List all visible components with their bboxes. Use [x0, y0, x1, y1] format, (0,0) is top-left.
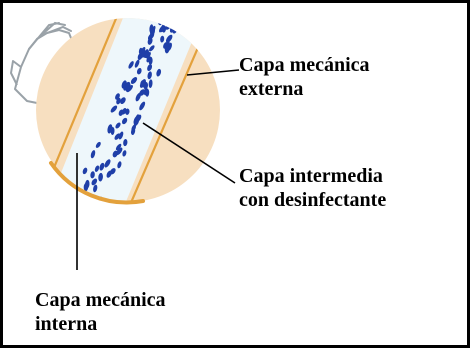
disinfectant-particle — [147, 71, 152, 80]
disinfectant-particle — [139, 89, 146, 96]
disinfectant-particle — [93, 184, 98, 193]
disinfectant-particle — [143, 87, 149, 96]
disinfectant-particle — [147, 37, 153, 45]
disinfectant-particle — [90, 225, 96, 232]
disinfectant-particle — [135, 114, 142, 123]
disc-rim — [49, 161, 145, 205]
disinfectant-particle — [85, 179, 90, 189]
label-outer-line-1: Capa mecánica — [239, 54, 370, 76]
disinfectant-particle — [136, 67, 142, 75]
disinfectant-particle — [172, 4, 177, 13]
disinfectant-particle — [84, 218, 90, 226]
disinfectant-particle — [148, 79, 153, 88]
disinfectant-particle — [99, 162, 105, 171]
label-middle-disinfectant-layer: Capa intermedia con desinfectante — [239, 164, 386, 212]
label-middle-line-2: con desinfectante — [239, 189, 387, 211]
label-inner-line-1: Capa mecánica — [35, 289, 166, 311]
label-outer-line-2: externa — [239, 78, 304, 100]
disinfectant-particle — [66, 206, 74, 216]
leader-outer — [186, 69, 240, 76]
disinfectant-particle — [85, 202, 90, 212]
leader-middle — [142, 122, 236, 184]
disinfectant-particle — [139, 51, 146, 59]
disinfectant-particle — [91, 178, 98, 186]
disinfectant-particle — [98, 172, 103, 182]
disinfectant-particle — [128, 61, 134, 69]
disinfectant-particle — [172, 3, 180, 12]
disinfectant-particle — [85, 211, 92, 220]
disinfectant-particle — [139, 47, 146, 55]
disinfectant-particle — [125, 108, 130, 115]
disinfectant-particle — [176, 8, 184, 16]
magnified-disc — [36, 3, 220, 232]
disinfectant-particle — [71, 207, 77, 217]
disinfectant-particle — [93, 211, 98, 219]
disinfectant-particle — [160, 35, 165, 43]
disinfectant-particle — [118, 131, 124, 140]
disinfectant-particle — [118, 109, 124, 116]
label-inner-mechanical-layer: Capa mecánica interna — [35, 288, 166, 336]
disinfectant-particle — [169, 18, 176, 24]
disinfectant-particle — [85, 209, 94, 219]
disinfectant-particle — [115, 147, 123, 156]
disinfectant-particle — [139, 101, 146, 111]
disinfectant-particle — [130, 77, 138, 84]
disinfectant-particle — [117, 161, 122, 169]
leader-lines — [76, 69, 240, 270]
disinfectant-particle — [149, 45, 155, 52]
disinfectant-particle — [82, 167, 88, 175]
disinfectant-particle — [123, 139, 128, 147]
disinfectant-particle — [115, 122, 121, 129]
disinfectant-particle — [91, 220, 99, 228]
disinfectant-particle — [139, 79, 146, 88]
disinfectant-particle — [121, 117, 128, 125]
disinfectant-particle — [166, 7, 171, 15]
disinfectant-particle — [94, 165, 100, 172]
label-inner-line-2: interna — [35, 313, 98, 335]
disinfectant-particle — [90, 150, 96, 159]
disinfectant-particle — [147, 64, 153, 72]
disinfectant-particle — [82, 199, 89, 202]
disinfectant-particle — [106, 170, 112, 178]
label-middle-line-1: Capa intermedia — [239, 165, 383, 187]
disinfectant-particle — [95, 141, 101, 148]
disinfectant-particle — [164, 41, 170, 49]
disinfectant-particle — [156, 68, 162, 77]
disinfectant-particle — [116, 97, 121, 105]
disinfectant-particle — [149, 27, 156, 36]
disinfectant-particle — [131, 124, 136, 132]
disinfectant-particle — [155, 18, 162, 19]
disinfectant-particle — [146, 56, 151, 63]
label-outer-mechanical-layer: Capa mecánica externa — [239, 53, 370, 101]
disinfectant-particle — [90, 171, 95, 179]
disinfectant-particle — [104, 159, 111, 168]
disinfectant-particle — [115, 143, 122, 151]
disinfectant-particle — [122, 150, 127, 157]
glove-layers-illustration — [10, 3, 240, 270]
disinfectant-particle — [77, 216, 84, 226]
disinfectant-particle — [160, 23, 166, 33]
disinfectant-particle — [120, 97, 126, 104]
disinfectant-particle — [134, 59, 140, 68]
disinfectant-particle — [125, 81, 131, 89]
disinfectant-particle — [165, 34, 173, 43]
disinfectant-particle — [110, 105, 118, 113]
disinfectant-particle — [114, 133, 121, 140]
disinfectant-particle — [107, 124, 113, 134]
disinfectant-particle — [165, 4, 171, 14]
